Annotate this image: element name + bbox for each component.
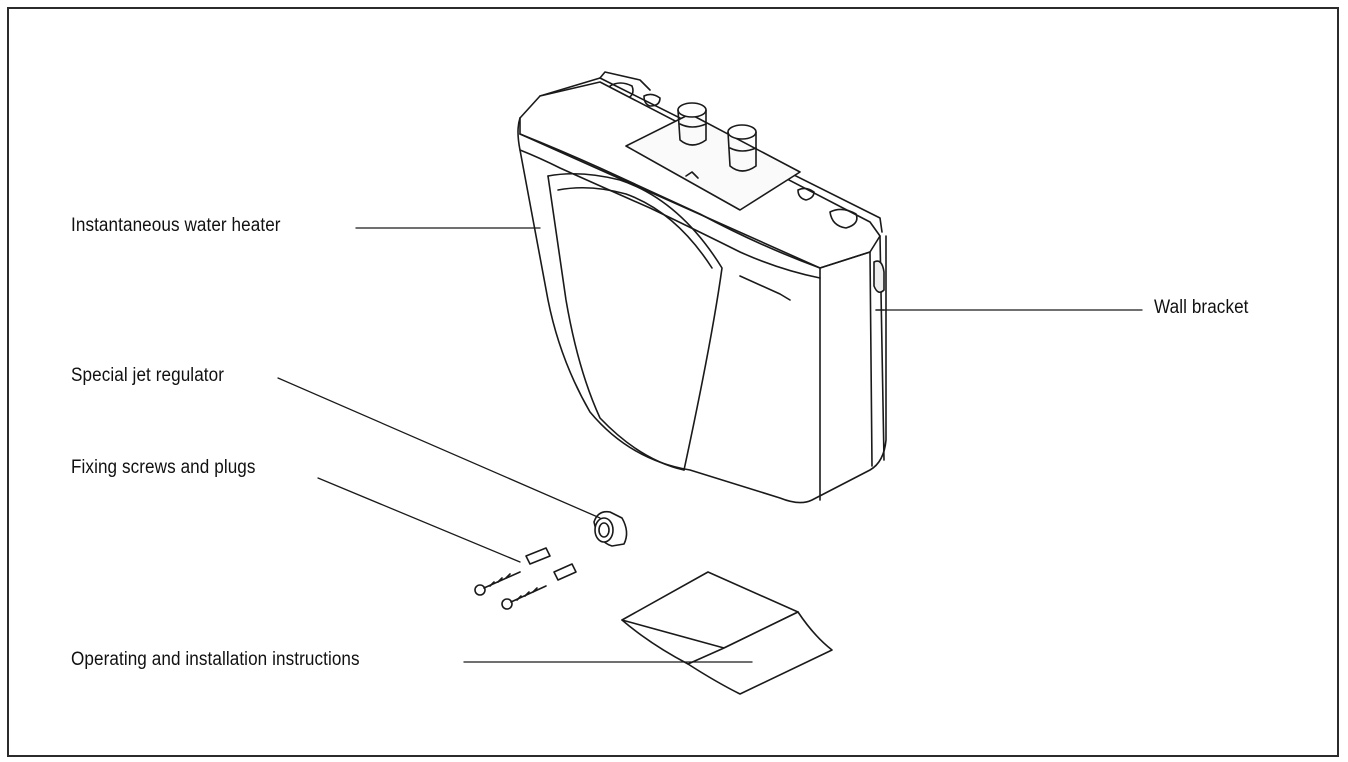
label-fixing-screws: Fixing screws and plugs	[71, 457, 256, 478]
leader-lines	[277, 227, 1143, 663]
label-jet-regulator: Special jet regulator	[71, 365, 225, 386]
leader-line-screws	[317, 477, 521, 563]
screws-and-plugs-drawing	[474, 547, 577, 610]
leader-line-jet-regulator	[277, 377, 601, 519]
pipe-fittings-drawing	[677, 102, 757, 179]
label-wall-bracket: Wall bracket	[1154, 297, 1249, 318]
instructions-booklet-drawing	[621, 571, 833, 695]
jet-regulator-drawing	[593, 510, 628, 547]
water-heater-drawing	[517, 71, 887, 504]
label-instructions: Operating and installation instructions	[71, 649, 360, 670]
label-water-heater: Instantaneous water heater	[71, 215, 281, 236]
